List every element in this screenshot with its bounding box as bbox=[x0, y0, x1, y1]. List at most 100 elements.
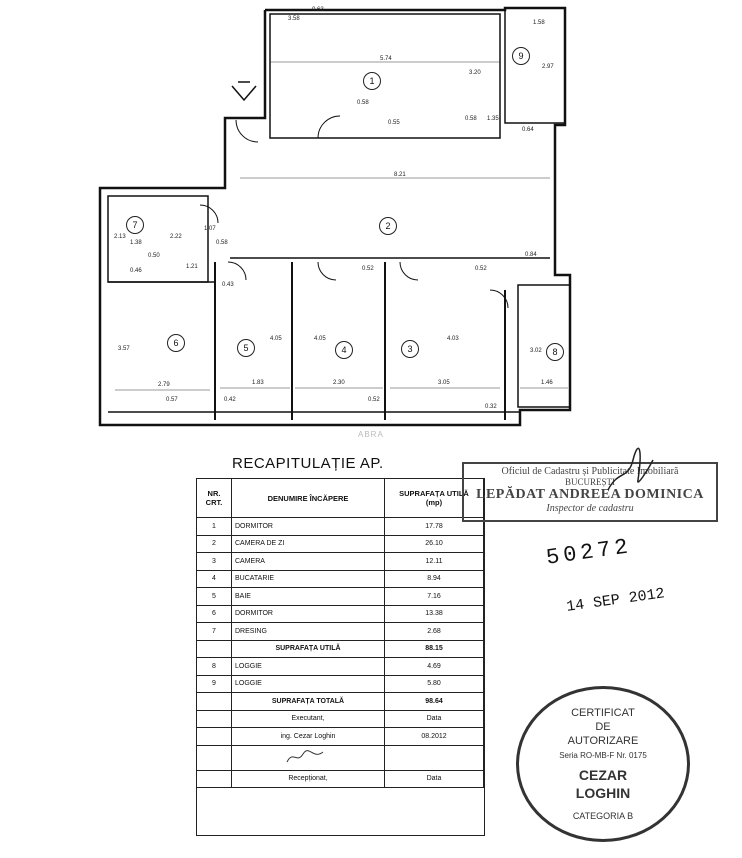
row-name: DORMITOR bbox=[231, 517, 385, 536]
header-area: SUPRAFAȚA UTILĂ (mp) bbox=[384, 478, 484, 518]
row-nr: 7 bbox=[196, 622, 232, 641]
dimension-label: 2.30 bbox=[333, 380, 345, 386]
row-name: BUCATARIE bbox=[231, 569, 385, 588]
inspector-signature bbox=[607, 447, 654, 491]
dimension-label: 0.46 bbox=[130, 268, 142, 274]
empty-cell bbox=[196, 744, 232, 771]
dimension-label: 8.21 bbox=[394, 172, 406, 178]
dimension-label: 0.50 bbox=[148, 253, 160, 259]
dimension-label: 5.74 bbox=[380, 56, 392, 62]
receptionat-row: Recepționat,Data bbox=[196, 769, 484, 788]
signature-row bbox=[196, 744, 484, 771]
dimension-label: 0.52 bbox=[475, 266, 487, 272]
dimension-label: 0.43 bbox=[222, 282, 234, 288]
executant-date: 08.2012 bbox=[384, 727, 484, 746]
row-area: 2.68 bbox=[384, 622, 484, 641]
row-name: BAIE bbox=[231, 587, 385, 606]
dimension-label: 0.84 bbox=[525, 252, 537, 258]
dimension-label: 2.97 bbox=[542, 64, 554, 70]
registration-date: 14 SEP 2012 bbox=[565, 585, 666, 616]
row-area: 26.10 bbox=[384, 534, 484, 553]
recap-title: RECAPITULAȚIE AP. bbox=[232, 455, 384, 472]
row-area: 4.69 bbox=[384, 657, 484, 676]
seal-line: AUTORIZARE bbox=[567, 735, 639, 747]
dimension-label: 1.38 bbox=[130, 240, 142, 246]
office-city: BUCUREȘTI bbox=[564, 477, 615, 487]
signature-image bbox=[286, 749, 324, 762]
dimension-label: 3.05 bbox=[438, 380, 450, 386]
row-nr: 4 bbox=[196, 569, 232, 588]
inspector-role: Inspector de cadastru bbox=[546, 503, 634, 514]
receptionat-date-label: Data bbox=[384, 769, 484, 788]
dimension-label: 4.05 bbox=[270, 336, 282, 342]
dimension-label: 0.64 bbox=[522, 127, 534, 133]
dimension-label: 3.02 bbox=[530, 348, 542, 354]
room-label-5: 5 bbox=[237, 339, 255, 357]
registration-number: 50272 bbox=[544, 534, 634, 571]
authorization-seal: CERTIFICAT DE AUTORIZARE Seria RO-MB-F N… bbox=[516, 686, 690, 842]
dimension-label: 0.55 bbox=[388, 120, 400, 126]
dimension-label: 1.58 bbox=[533, 20, 545, 26]
dimension-label: 0.63 bbox=[312, 7, 324, 13]
empty-cell bbox=[196, 769, 232, 788]
room-label-2: 2 bbox=[379, 217, 397, 235]
header-name: DENUMIRE ÎNCĂPERE bbox=[231, 478, 385, 518]
row-area: 7.16 bbox=[384, 587, 484, 606]
inspector-name: LEPĂDAT ANDREEA DOMINICA bbox=[476, 487, 704, 502]
dimension-label: 4.03 bbox=[447, 336, 459, 342]
empty-cell bbox=[196, 709, 232, 728]
dimension-label: 3.20 bbox=[469, 70, 481, 76]
dimension-label: 2.22 bbox=[170, 234, 182, 240]
executant-row: Executant,Data bbox=[196, 709, 484, 728]
row-nr: 3 bbox=[196, 552, 232, 571]
room-label-1: 1 bbox=[363, 72, 381, 90]
dimension-label: 1.46 bbox=[541, 380, 553, 386]
floor-plan-drawing bbox=[98, 6, 572, 427]
dimension-label: 1.83 bbox=[252, 380, 264, 386]
executant-label: Executant, bbox=[231, 709, 385, 728]
empty-cell bbox=[196, 692, 232, 711]
seal-line: CEZAR bbox=[578, 767, 628, 783]
date-label: Data bbox=[384, 709, 484, 728]
dimension-label: 0.42 bbox=[224, 397, 236, 403]
signature-cell bbox=[231, 744, 385, 771]
row-area: 12.11 bbox=[384, 552, 484, 571]
dimension-label: 0.57 bbox=[166, 397, 178, 403]
row-nr: 6 bbox=[196, 604, 232, 623]
recap-table: NR. CRT. DENUMIRE ÎNCĂPERE SUPRAFAȚA UTI… bbox=[196, 478, 484, 788]
seal-line: CATEGORIA B bbox=[572, 811, 634, 821]
dimension-label: 1.21 bbox=[186, 264, 198, 270]
row-nr: 2 bbox=[196, 534, 232, 553]
seal-line: CERTIFICAT bbox=[571, 707, 635, 719]
room-label-3: 3 bbox=[401, 340, 419, 358]
header-nr: NR. CRT. bbox=[196, 478, 232, 518]
row-name: CAMERA DE ZI bbox=[231, 534, 385, 553]
receptionat-label: Recepționat, bbox=[231, 769, 385, 788]
total-area-value: 98.64 bbox=[384, 692, 484, 711]
dimension-label: 0.58 bbox=[357, 100, 369, 106]
floor-plan: 1 2 3 4 5 6 7 8 9 3.58 0.63 5.74 3.20 0.… bbox=[98, 6, 572, 439]
seal-line: LOGHIN bbox=[575, 785, 631, 801]
row-nr: 8 bbox=[196, 657, 232, 676]
table-header-row: NR. CRT. DENUMIRE ÎNCĂPERE SUPRAFAȚA UTI… bbox=[196, 478, 484, 518]
row-name: LOGGIE bbox=[231, 674, 385, 693]
util-area-value: 88.15 bbox=[384, 639, 484, 658]
row-name: LOGGIE bbox=[231, 657, 385, 676]
room-label-7: 7 bbox=[126, 216, 144, 234]
room-label-8: 8 bbox=[546, 343, 564, 361]
empty-cell bbox=[196, 639, 232, 658]
row-nr: 1 bbox=[196, 517, 232, 536]
executant-name: ing. Cezar Loghin bbox=[231, 727, 385, 746]
total-area-label: SUPRAFAȚA TOTALĂ bbox=[231, 692, 385, 711]
dimension-label: 4.05 bbox=[314, 336, 326, 342]
row-name: DRESING bbox=[231, 622, 385, 641]
seal-line: Seria RO-MB-F Nr. 0175 bbox=[559, 751, 647, 760]
